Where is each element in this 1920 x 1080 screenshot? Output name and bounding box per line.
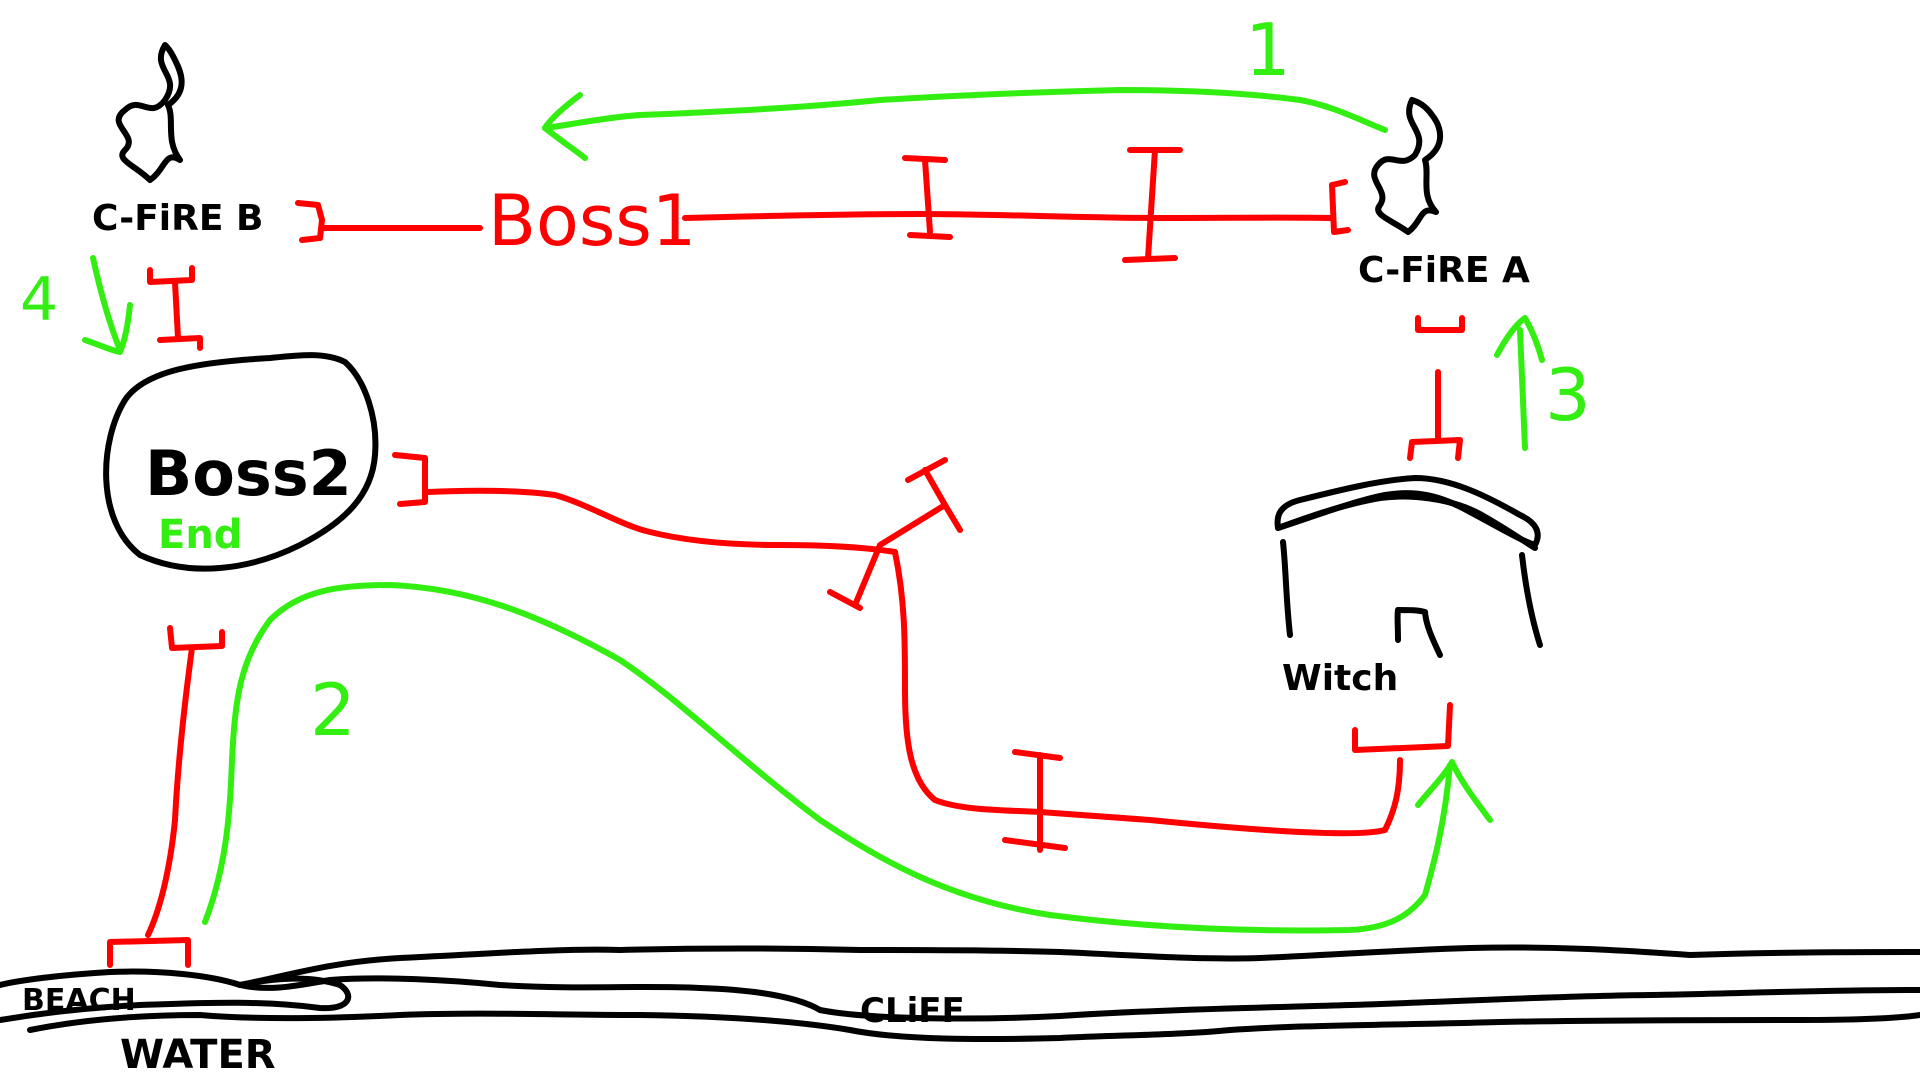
beach-label: BEACH bbox=[22, 983, 136, 1018]
boss2-label: Boss2 bbox=[145, 437, 352, 510]
coastline bbox=[0, 944, 1920, 1043]
route-step-3: 3 bbox=[1545, 353, 1591, 437]
route-step-4: 4 bbox=[20, 265, 58, 335]
route-path bbox=[82, 87, 1545, 934]
flame-icon bbox=[115, 42, 185, 183]
campfire-a-label: C-FiRE A bbox=[1358, 250, 1530, 291]
boss1-label: Boss1 bbox=[488, 180, 696, 262]
route-step-2: 2 bbox=[310, 668, 356, 752]
water-label: WATER bbox=[120, 1032, 276, 1078]
flame-icon bbox=[1371, 97, 1444, 235]
end-label: End bbox=[158, 512, 242, 558]
cliff-label: CLiFF bbox=[860, 991, 965, 1031]
route-step-1: 1 bbox=[1245, 8, 1291, 92]
witch-label: Witch bbox=[1282, 658, 1398, 699]
campfire-b-label: C-FiRE B bbox=[92, 198, 263, 239]
gated-paths bbox=[107, 147, 1465, 968]
hut-icon bbox=[1274, 475, 1543, 658]
boss2-area-outline bbox=[103, 352, 379, 572]
